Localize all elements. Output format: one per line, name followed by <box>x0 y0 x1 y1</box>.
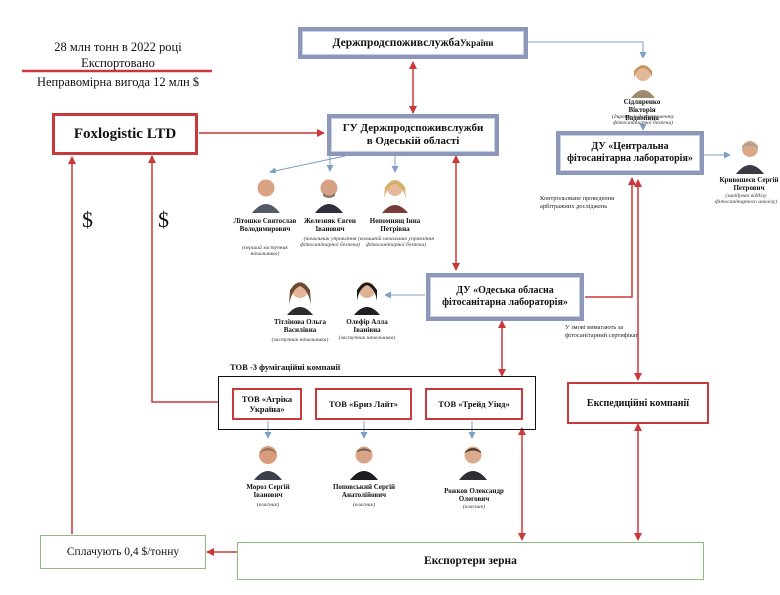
person-name: Мороз Сергій Іванович <box>246 483 290 500</box>
person-avatar <box>377 173 413 213</box>
exporters-label: Експортери зерна <box>424 555 517 567</box>
line-derzh-to-sidlyarenko <box>528 41 647 59</box>
person-name: Кривошеєв Сергій Петрович <box>719 176 779 193</box>
treid-label: ТОВ «Трейд Уінд» <box>438 399 510 409</box>
payment-box[interactable]: Сплачують 0,4 $/тонну <box>40 535 206 569</box>
person-role: (власник) <box>352 502 376 508</box>
person-name: Поповський Сергій Анатолійович <box>332 483 396 500</box>
person-avatar <box>282 275 318 315</box>
foxlogistic-box[interactable]: Foxlogistic LTD <box>52 113 198 155</box>
payment-label: Сплачують 0,4 $/тонну <box>66 546 180 558</box>
person-name: Сідляренко Вікторія Вадимівна <box>623 98 661 123</box>
illegal-profit: Неправомірна вигода 12 млн $ <box>36 75 200 89</box>
du-odesa-label: ДУ «Одеська обласна фітосанітарна лабора… <box>442 285 568 308</box>
person-role: (перший заступник начальника) <box>242 245 288 258</box>
du-central-box[interactable]: ДУ «Центральна фітосанітарна лабораторія… <box>556 131 704 175</box>
person-name: Железняк Євген Іванович <box>304 217 356 234</box>
person-avatar <box>455 440 491 480</box>
gu-odesa-box[interactable]: ГУ Держпродспоживслужби в Одеській облас… <box>327 114 499 156</box>
person-name: Рожков Олександр Олегович <box>444 487 504 504</box>
person-role: (власник) <box>462 504 486 510</box>
person-name: Непомнящ Інна Петрівна <box>369 217 421 234</box>
exported-volume: 28 млн тонн в 2022 році <box>54 40 182 54</box>
derzhprod-ukraine-box[interactable]: Держпродспоживслужба України <box>298 27 528 59</box>
person-avatar <box>732 134 768 174</box>
exported-label: Експортовано <box>81 56 155 70</box>
derzhprod-ukraine-label: Держпродспоживслужба <box>332 37 461 49</box>
person-role: (заступник начальника) <box>271 337 329 343</box>
person-name: Тітлінова Ольга Василівна <box>274 318 326 335</box>
person-role: (начальник управління фітосанітарної без… <box>299 236 360 249</box>
foxlogistic-label: Foxlogistic LTD <box>73 125 177 142</box>
expedition-box[interactable]: Експедиційні компанії <box>567 382 709 424</box>
agrica-box[interactable]: ТОВ «Агріка Україна» <box>232 388 302 420</box>
briz-label: ТОВ «Бриз Лайт» <box>329 399 398 409</box>
treid-box[interactable]: ТОВ «Трейд Уінд» <box>425 388 523 420</box>
person-role: (директор департаменту фітосанітарної бе… <box>611 114 675 127</box>
person-role: (заступник начальника) <box>338 335 396 341</box>
person-avatar <box>311 173 347 213</box>
agrica-label: ТОВ «Агріка Україна» <box>241 393 293 414</box>
exporters-box[interactable]: Експортери зерна <box>237 542 704 580</box>
du-odesa-box[interactable]: ДУ «Одеська обласна фітосанітарна лабора… <box>426 273 584 321</box>
person-role: (завідувач відділу фітосанітарного аналі… <box>714 193 778 206</box>
line-fumig-to-fox <box>148 155 218 403</box>
person-avatar <box>346 440 382 480</box>
person-avatar <box>248 173 284 213</box>
derzhprod-ukraine-suffix: України <box>460 38 494 48</box>
person-name: Олефір Алла Іванівна <box>346 318 388 335</box>
person-name: Літошко Святослав Володимирович <box>233 217 297 234</box>
person-avatar <box>250 440 286 480</box>
du-central-label: ДУ «Центральна фітосанітарна лабораторія… <box>567 141 693 164</box>
line-odesa-to-central <box>585 177 636 298</box>
arbitration-note: Контрольоване проведення арбітражних дос… <box>540 195 615 210</box>
briz-box[interactable]: ТОВ «Бриз Лайт» <box>315 388 412 420</box>
person-avatar <box>349 275 385 315</box>
person-avatar <box>625 58 661 98</box>
certificate-note: У змові вимагають за фітосанітарний серт… <box>565 324 639 339</box>
fumigation-group-box <box>218 376 536 430</box>
person-role: (колишній начальник управління фітосаніт… <box>358 236 434 249</box>
expedition-label: Експедиційні компанії <box>586 397 690 409</box>
fumigation-group-title: ТОВ -3 фумігаційні компанії <box>230 362 341 372</box>
dollar-sign: $ <box>158 207 169 232</box>
person-role: (власник) <box>256 502 280 508</box>
dollar-sign: $ <box>82 207 93 232</box>
line-gu-to-litoshko <box>269 155 346 175</box>
gu-odesa-label: ГУ Держпродспоживслужби в Одеській облас… <box>342 121 484 147</box>
